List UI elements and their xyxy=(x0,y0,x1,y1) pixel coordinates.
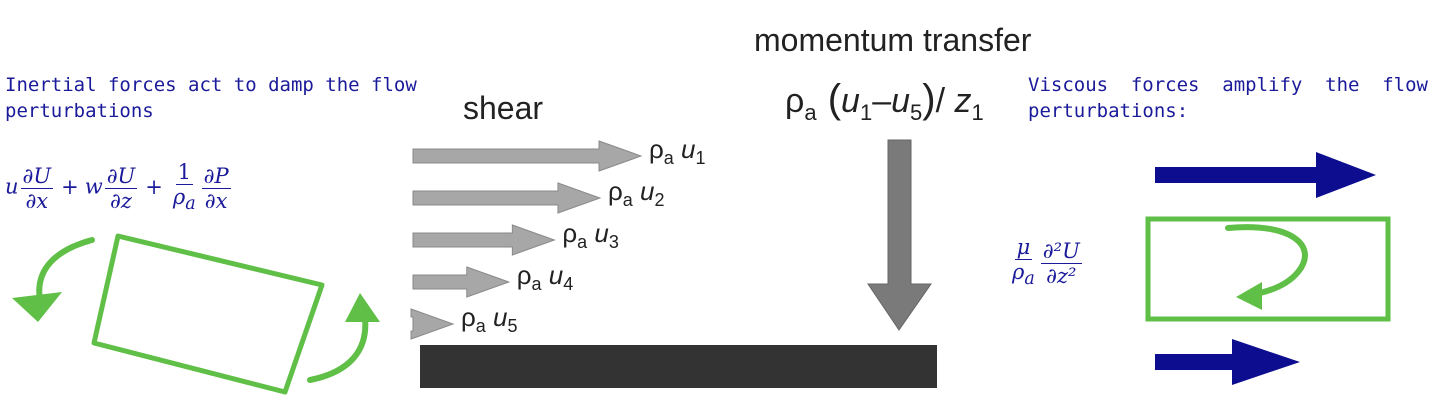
eq-u: u xyxy=(5,174,19,199)
ground-surface xyxy=(420,345,937,388)
right-rotation-arrowhead xyxy=(345,293,380,322)
left-rotation-arrow xyxy=(36,237,95,303)
shear-arrow-1 xyxy=(412,140,643,172)
swirl-arrow xyxy=(1225,224,1308,298)
tilted-fluid-parcel xyxy=(91,233,325,395)
shear-arrow-3 xyxy=(412,224,556,256)
left-rotation-arrowhead xyxy=(12,292,62,322)
momentum-transfer-formula: ρa (u1–u5)/ z1 xyxy=(785,77,984,125)
momentum-transfer-arrow xyxy=(867,139,932,331)
layer-label-2: ρa u2 xyxy=(607,176,665,211)
amplified-fluid-parcel xyxy=(1145,216,1391,322)
right-rotation-arrow xyxy=(307,315,369,383)
layer-label-3: ρa u3 xyxy=(562,218,619,253)
shear-label: shear xyxy=(463,90,544,126)
layer-label-4: ρa u4 xyxy=(516,260,574,295)
shear-arrows xyxy=(410,140,643,340)
layer-label-5: ρa u5 xyxy=(461,302,518,337)
viscous-forces-text: Viscous forces amplify the flow perturba… xyxy=(1028,74,1428,122)
layer-label-1: ρa u1 xyxy=(649,134,706,169)
shear-arrow-4 xyxy=(412,266,511,298)
lower-flow-arrow xyxy=(1155,339,1300,385)
shear-arrow-2 xyxy=(412,182,602,214)
shear-arrow-5 xyxy=(410,308,455,340)
swirl-arrowhead xyxy=(1236,282,1262,310)
eq-w: w xyxy=(84,174,103,199)
momentum-transfer-label: momentum transfer xyxy=(754,22,1032,58)
upper-flow-arrow xyxy=(1155,152,1376,198)
inertial-forces-text: Inertial forces act to damp the flow per… xyxy=(5,74,417,122)
